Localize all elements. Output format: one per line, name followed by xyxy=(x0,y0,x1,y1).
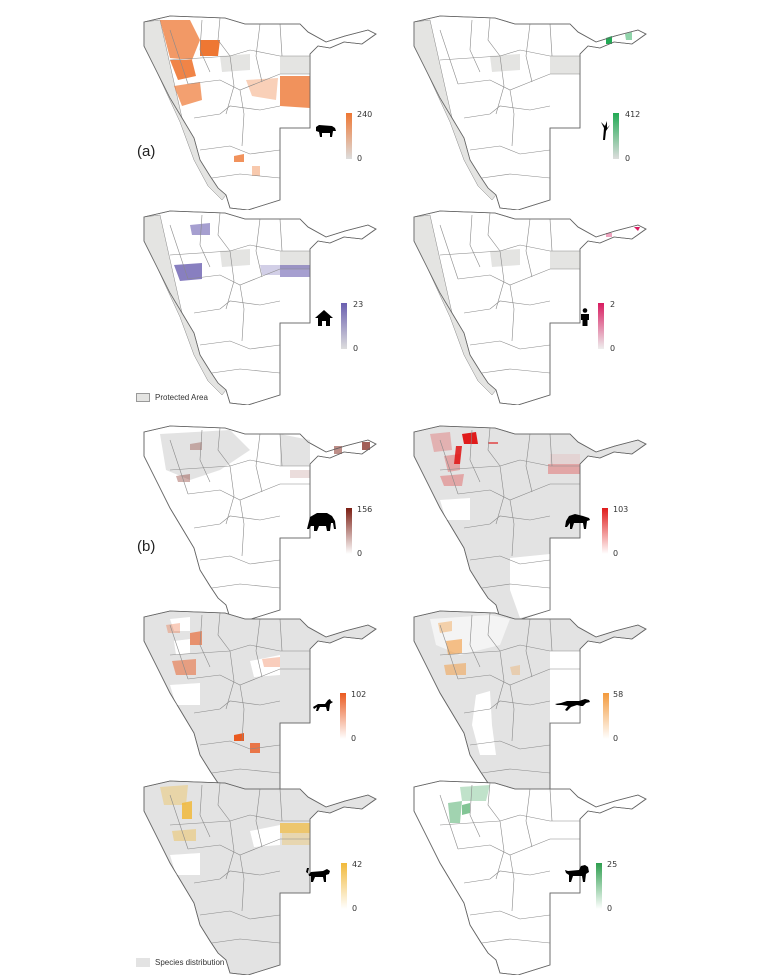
color-scale-bar xyxy=(341,863,347,909)
leopard-icon xyxy=(306,868,330,882)
namibia-map xyxy=(143,425,377,620)
panel-label-b: (b) xyxy=(137,538,156,555)
namibia-map xyxy=(413,780,647,975)
namibia-map xyxy=(413,425,647,620)
scale-min: 0 xyxy=(351,734,357,743)
hyena-icon xyxy=(565,514,590,529)
scale-max: 58 xyxy=(613,690,624,699)
map-panel-cheetah: 58 0 xyxy=(400,605,660,805)
scale-min: 0 xyxy=(613,549,619,558)
color-scale-bar xyxy=(613,113,619,159)
map-panel-cattle: 240 0 xyxy=(130,10,390,210)
scale-min: 0 xyxy=(357,154,363,163)
namibia-map xyxy=(143,15,377,210)
legend-key-label: Protected Area xyxy=(155,393,208,402)
scale-min: 0 xyxy=(610,344,616,353)
color-scale-bar xyxy=(596,863,602,909)
scale-max: 240 xyxy=(357,110,373,119)
jackal-icon xyxy=(313,699,333,711)
scale-min: 0 xyxy=(625,154,631,163)
color-scale-bar xyxy=(346,113,352,159)
color-scale-bar xyxy=(346,508,352,554)
color-scale-bar xyxy=(598,303,604,349)
scale-max: 23 xyxy=(353,300,364,309)
scale-min: 0 xyxy=(357,549,363,558)
map-panel-housing: 23 0 xyxy=(130,205,390,405)
legend-key-species-distribution: Species distribution xyxy=(136,958,224,967)
map-panel-crops: 412 0 xyxy=(400,10,660,210)
panel-label-a: (a) xyxy=(137,143,156,160)
scale-min: 0 xyxy=(613,734,619,743)
cheetah-icon xyxy=(555,699,590,711)
scale-min: 0 xyxy=(353,344,359,353)
house-icon xyxy=(315,310,333,326)
scale-max: 103 xyxy=(613,505,629,514)
elephant-icon xyxy=(307,513,336,531)
map-panel-lion: 25 0 xyxy=(400,775,660,975)
species-distribution-swatch xyxy=(136,958,150,967)
color-scale-bar xyxy=(341,303,347,349)
color-scale-bar xyxy=(603,693,609,739)
scale-max: 412 xyxy=(625,110,641,119)
scale-max: 102 xyxy=(351,690,367,699)
map-panel-human: 2 0 xyxy=(400,205,660,405)
person-icon xyxy=(581,308,589,326)
map-panel-leopard: 42 0 xyxy=(130,775,390,975)
scale-max: 2 xyxy=(610,300,616,309)
namibia-map xyxy=(143,210,377,405)
scale-max: 156 xyxy=(357,505,373,514)
namibia-map xyxy=(143,780,377,975)
lion-icon xyxy=(565,865,589,882)
map-panel-jackal: 102 0 xyxy=(130,605,390,805)
scale-min: 0 xyxy=(352,904,358,913)
namibia-map xyxy=(143,610,377,805)
protected-area-swatch xyxy=(136,393,150,402)
cattle-icon xyxy=(316,125,336,137)
color-scale-bar xyxy=(602,508,608,554)
map-panel-hyena: 103 0 xyxy=(400,420,660,620)
legend-key-protected-area: Protected Area xyxy=(136,393,208,402)
namibia-map xyxy=(413,15,647,210)
crop-icon xyxy=(601,121,610,140)
scale-min: 0 xyxy=(607,904,613,913)
namibia-map xyxy=(413,210,647,405)
legend-key-label: Species distribution xyxy=(155,958,225,967)
scale-max: 25 xyxy=(607,860,618,869)
scale-max: 42 xyxy=(352,860,363,869)
color-scale-bar xyxy=(340,693,346,739)
map-panel-elephant: 156 0 xyxy=(130,420,390,620)
